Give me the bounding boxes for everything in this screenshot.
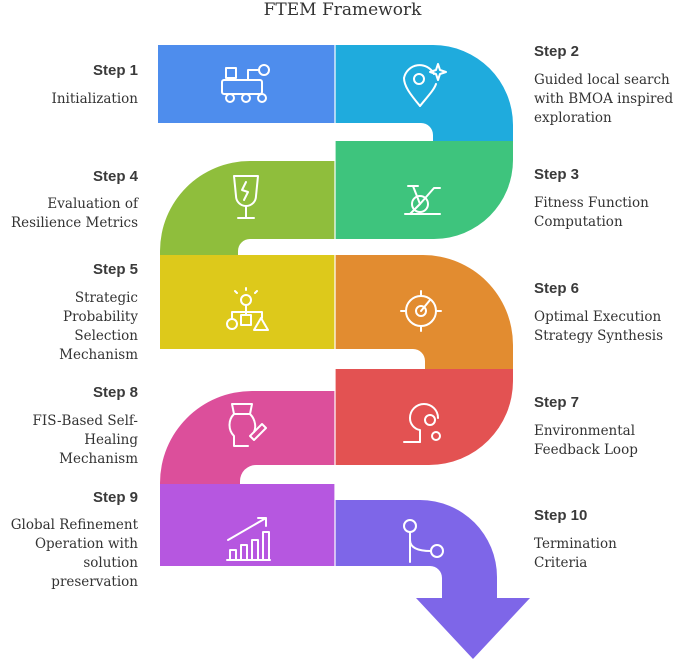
text-line: FIS-Based Self- [32,413,138,429]
text-line: Healing [84,432,138,448]
segment-step1 [158,45,335,123]
segment-step4 [160,161,335,255]
text-line: Criteria [534,555,588,571]
text-line: solution [83,555,138,571]
segment-step8 [160,391,335,484]
text-line: Optimal Execution [534,309,662,325]
step2-text: Guided local search with BMOA inspired e… [534,71,684,128]
step10-label: Step 10 [534,507,588,524]
segment-step2 [335,45,513,141]
step7-text: Environmental Feedback Loop [534,422,684,460]
text-line: Mechanism [59,347,138,363]
text-line: Environmental [534,423,636,439]
exercise-bike-icon [404,185,441,215]
step6-text: Optimal Execution Strategy Synthesis [534,308,684,346]
step1-text: Initialization [51,91,139,107]
text-line: Termination [534,536,617,552]
text-line: Computation [534,214,623,230]
step6-label: Step 6 [534,280,580,297]
step2-label: Step 2 [534,43,580,60]
text-line: Probability [62,309,138,325]
step10-text: Termination Criteria [534,535,684,573]
step4-text: Evaluation of Resilience Metrics [0,195,138,233]
text-line: Guided local search [534,72,670,88]
text-line: Fitness Function [534,195,649,211]
segment-step5 [160,255,335,349]
segment-step3 [335,141,513,239]
step1-label: Step 1 [92,62,138,79]
bandaged-body-icon [228,403,267,447]
step3-text: Fitness Function Computation [534,194,684,232]
text-line: preservation [51,574,138,590]
branch-icon [403,519,444,563]
text-line: Mechanism [59,451,138,467]
text-line: Global Refinement [10,517,138,533]
segment-step6 [335,255,513,369]
step8-text: FIS-Based Self- Healing Mechanism [0,412,138,469]
head-gears-icon [403,403,441,443]
step7-label: Step 7 [534,394,580,411]
map-pin-icon [403,63,447,107]
text-line: with BMOA inspired [534,91,674,107]
text-line: Resilience Metrics [10,215,138,231]
step9-text: Global Refinement Operation with solutio… [0,516,138,592]
robot-icon [221,64,270,103]
growth-chart-icon [226,517,271,561]
segment-step10 [335,500,530,659]
text-line: Operation with [34,536,138,552]
broken-glass-icon [233,175,259,219]
shapes-idea-icon [226,287,269,331]
step9-label: Step 9 [92,489,138,506]
text-line: Feedback Loop [534,442,638,458]
step4-label: Step 4 [92,168,138,185]
segment-step7 [335,369,513,465]
text-line: Strategic [74,290,138,306]
text-line: Selection [74,328,138,344]
text-line: Strategy Synthesis [534,328,664,344]
text-line: Evaluation of [47,196,138,212]
step5-label: Step 5 [92,261,138,278]
step3-label: Step 3 [534,166,580,183]
diagram-title: FTEM Framework [263,0,422,20]
target-icon [400,290,442,332]
step5-text: Strategic Probability Selection Mechanis… [0,289,138,365]
step8-label: Step 8 [92,384,138,401]
text-line: exploration [534,110,612,126]
